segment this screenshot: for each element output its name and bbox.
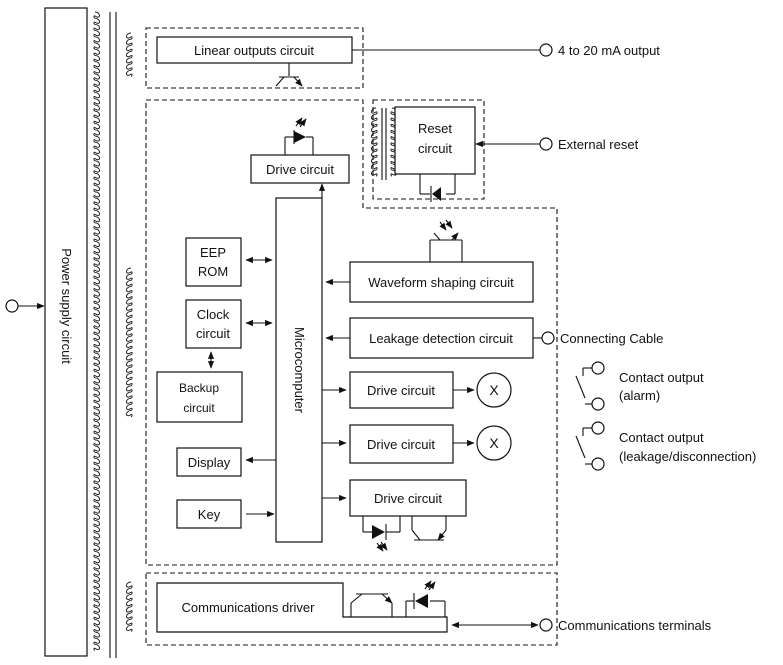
leakage-label: Leakage detection circuit bbox=[369, 331, 513, 346]
relay-1: X bbox=[476, 372, 512, 408]
communications-driver-label: Communications driver bbox=[182, 600, 316, 615]
comms-terminal bbox=[539, 618, 553, 632]
comms-terminal-label: Communications terminals bbox=[558, 618, 712, 633]
secondary-coil-linear bbox=[126, 32, 133, 77]
microcomputer-label: Microcomputer bbox=[292, 327, 307, 414]
secondary-coil-main bbox=[126, 267, 133, 418]
opto-transistor-comms bbox=[350, 593, 393, 617]
linear-outputs-circuit: Linear outputs circuit bbox=[156, 36, 353, 64]
contact-leakage-label-line2: (leakage/disconnection) bbox=[619, 449, 756, 464]
reset-terminal-label: External reset bbox=[558, 137, 639, 152]
clock-label-line1: Clock bbox=[197, 307, 230, 322]
drive-circuit-2-label: Drive circuit bbox=[367, 437, 435, 452]
clock-circuit: Clock circuit bbox=[185, 299, 242, 349]
contact-leakage-label-line1: Contact output bbox=[619, 430, 704, 445]
secondary-coil-comms bbox=[126, 581, 133, 633]
led-icon-comms bbox=[405, 580, 446, 617]
clock-label-line2: circuit bbox=[196, 326, 230, 341]
key-label: Key bbox=[198, 507, 221, 522]
linear-output-terminal bbox=[539, 43, 553, 57]
key-block: Key bbox=[176, 499, 242, 529]
reset-circuit: Reset circuit bbox=[394, 106, 476, 175]
led-icon-bottom bbox=[362, 516, 401, 552]
eeprom: EEP ROM bbox=[185, 237, 242, 287]
reset-transformer-coil-a bbox=[371, 107, 378, 177]
communications-driver: Communications driver bbox=[156, 582, 448, 633]
opto-transistor-bottom bbox=[411, 516, 447, 541]
contact-leakage-switch bbox=[575, 421, 605, 471]
display-label: Display bbox=[188, 455, 231, 470]
cable-terminal-label: Connecting Cable bbox=[560, 331, 663, 346]
eeprom-label-line2: ROM bbox=[198, 264, 228, 279]
drive-circuit-3: Drive circuit bbox=[349, 479, 467, 517]
relay-1-label: X bbox=[489, 382, 499, 398]
contact-alarm-switch bbox=[575, 361, 605, 411]
power-supply-circuit: Power supply circuit bbox=[44, 7, 88, 657]
drive-circuit-1-label: Drive circuit bbox=[367, 383, 435, 398]
relay-2-label: X bbox=[489, 435, 499, 451]
reset-terminal bbox=[539, 137, 553, 151]
drive-circuit-1: Drive circuit bbox=[349, 371, 454, 409]
reset-label-line1: Reset bbox=[418, 121, 452, 136]
cable-terminal bbox=[541, 331, 555, 345]
waveform-label: Waveform shaping circuit bbox=[368, 275, 514, 290]
linear-outputs-label: Linear outputs circuit bbox=[194, 43, 314, 58]
relay-2: X bbox=[476, 425, 512, 461]
linear-outputs-section bbox=[145, 27, 364, 89]
contact-alarm-label-line1: Contact output bbox=[619, 370, 704, 385]
drive-circuit-top-label: Drive circuit bbox=[266, 162, 334, 177]
eeprom-label-line1: EEP bbox=[200, 245, 226, 260]
linear-output-terminal-label: 4 to 20 mA output bbox=[558, 43, 660, 58]
phototransistor-icon bbox=[429, 219, 463, 262]
reset-section bbox=[372, 99, 485, 200]
backup-label-line1: Backup bbox=[179, 381, 219, 395]
microcomputer: Microcomputer bbox=[275, 197, 323, 543]
main-section-outline bbox=[145, 99, 558, 566]
contact-alarm-label-line2: (alarm) bbox=[619, 388, 660, 403]
drive-circuit-3-label: Drive circuit bbox=[374, 491, 442, 506]
reset-transformer-core bbox=[381, 108, 387, 180]
backup-circuit: Backup circuit bbox=[156, 371, 243, 423]
reset-label-line2: circuit bbox=[418, 141, 452, 156]
communications-section bbox=[145, 572, 558, 646]
display-block: Display bbox=[176, 447, 242, 477]
transformer-core bbox=[109, 12, 117, 658]
reset-photodiode-icon bbox=[419, 174, 456, 202]
drive-circuit-2: Drive circuit bbox=[349, 424, 454, 464]
led-icon-top bbox=[284, 117, 314, 155]
linear-outputs-transistor bbox=[275, 63, 303, 87]
power-supply-label: Power supply circuit bbox=[59, 248, 74, 364]
leakage-detection-circuit: Leakage detection circuit bbox=[349, 317, 534, 359]
primary-coil bbox=[93, 11, 100, 652]
power-input-terminal bbox=[5, 299, 45, 313]
waveform-shaping-circuit: Waveform shaping circuit bbox=[349, 261, 534, 303]
backup-label-line2: circuit bbox=[183, 401, 215, 415]
drive-circuit-top: Drive circuit bbox=[250, 154, 350, 184]
